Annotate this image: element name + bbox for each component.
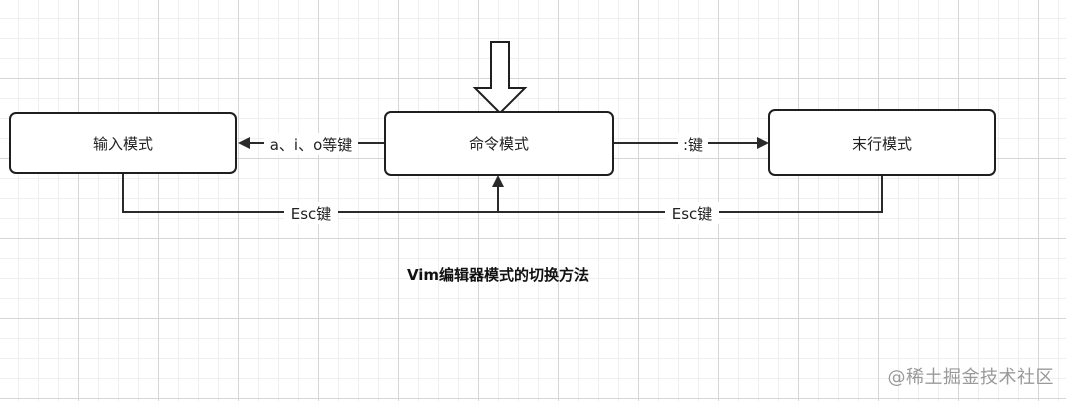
edge-command-to-lastline: :键	[614, 133, 769, 155]
edge-label-command-to-lastline: :键	[683, 136, 703, 154]
watermark-text: @稀土掘金技术社区	[887, 367, 1054, 388]
node-lastline-mode: 末行模式	[768, 109, 996, 176]
node-input-mode: 输入模式	[9, 112, 237, 174]
edge-command-to-input: a、i、o等键	[238, 133, 384, 155]
entry-arrow-icon	[472, 41, 528, 115]
node-command-mode-label: 命令模式	[469, 135, 529, 153]
node-lastline-mode-label: 末行模式	[852, 135, 912, 153]
node-command-mode: 命令模式	[384, 111, 614, 176]
edge-label-input-to-command: Esc键	[291, 205, 332, 223]
diagram-caption: Vim编辑器模式的切换方法	[407, 266, 589, 284]
edge-label-command-to-input: a、i、o等键	[270, 136, 353, 154]
node-input-mode-label: 输入模式	[93, 135, 153, 153]
edge-label-lastline-to-command: Esc键	[672, 205, 713, 223]
edge-lastline-to-command: Esc键	[498, 176, 883, 224]
edge-input-to-command: Esc键	[122, 173, 504, 224]
